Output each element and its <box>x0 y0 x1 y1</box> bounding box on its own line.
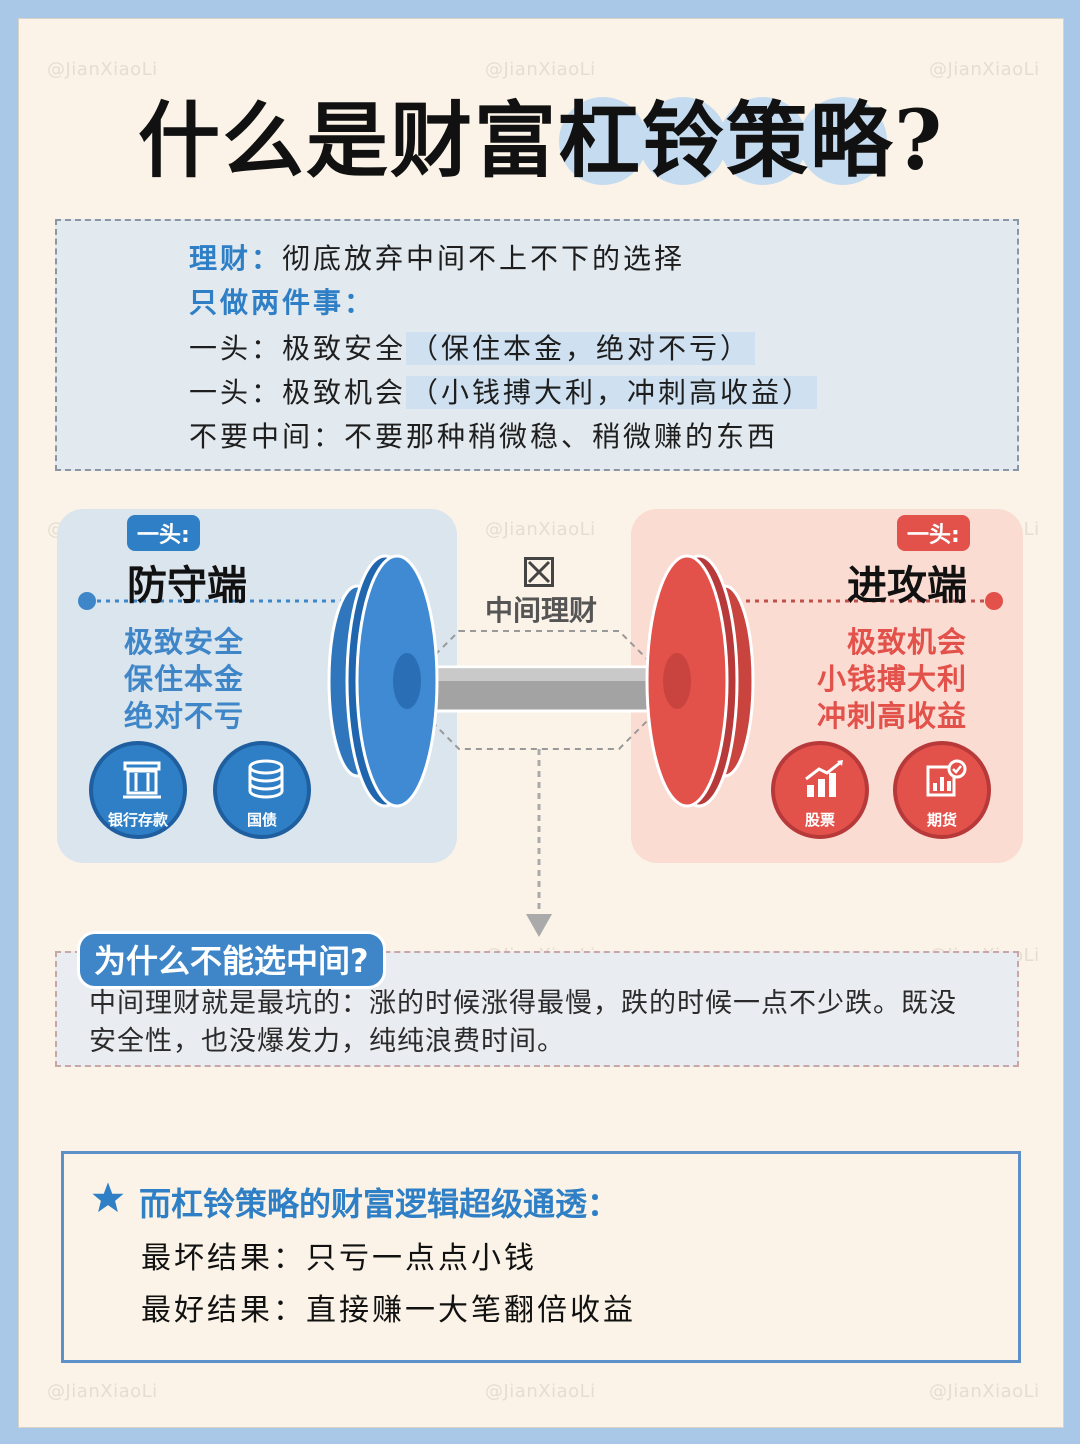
why-line-1: 中间理财就是最坑的：涨的时候涨得最慢，跌的时候一点不少跌。既没 <box>89 988 957 1019</box>
defense-feature: 保住本金 <box>124 662 245 696</box>
intro-line-4: 一头：极致机会（小钱搏大利，冲刺高收益） <box>189 371 818 411</box>
best-result: 最好结果：直接赚一大笔翻倍收益 <box>141 1293 636 1328</box>
intro-chance-note: （小钱搏大利，冲刺高收益） <box>406 376 818 409</box>
watermark: @JianXiaoLi <box>485 1381 596 1402</box>
defense-feature: 极致安全 <box>124 625 245 659</box>
defense-feature: 绝对不亏 <box>124 699 245 733</box>
intro-line-3: 一头：极致安全（保住本金，绝对不亏） <box>189 327 756 367</box>
title-highlight <box>719 97 807 185</box>
star-icon <box>92 1182 124 1213</box>
intro-safety: 一头：极致安全 <box>189 332 407 365</box>
cross-box-icon <box>524 557 554 587</box>
intro-line-1: 理财：彻底放弃中间不上不下的选择 <box>189 237 685 277</box>
bar-shine <box>411 669 662 681</box>
intro-text: 彻底放弃中间不上不下的选择 <box>282 242 686 275</box>
asset-label: 股票 <box>804 811 835 829</box>
attack-feature: 极致机会 <box>846 625 967 659</box>
asset-futures: 期货 <box>893 741 991 839</box>
logic-box <box>61 1151 1021 1363</box>
attack-badge: 一头: <box>897 515 970 551</box>
asset-stock: 股票 <box>771 741 869 839</box>
asset-label: 期货 <box>926 811 957 829</box>
attack-feature: 小钱搏大利 <box>816 662 967 696</box>
infographic-page: @JianXiaoLi @JianXiaoLi @JianXiaoLi @Jia… <box>18 18 1064 1428</box>
title-area: 什么是财富杠铃策略? <box>19 81 1063 191</box>
defense-badge: 一头: <box>127 515 200 551</box>
watermark: @JianXiaoLi <box>929 1381 1040 1402</box>
logic-heading: 而杠铃策略的财富逻辑超级通透： <box>139 1185 620 1223</box>
defense-title: 防守端 <box>127 563 247 609</box>
watermark: @JianXiaoLi <box>485 59 596 80</box>
intro-safety-note: （保住本金，绝对不亏） <box>406 332 756 365</box>
arrow-head <box>526 914 552 937</box>
intro-chance: 一头：极致机会 <box>189 376 407 409</box>
why-line-2: 安全性，也没爆发力，纯纯浪费时间。 <box>89 1026 565 1057</box>
attack-dot <box>985 592 1003 610</box>
watermark: @JianXiaoLi <box>929 59 1040 80</box>
plate-right-hub <box>663 653 691 709</box>
plate-left-hub <box>393 653 421 709</box>
coin-stack-icon <box>248 759 284 799</box>
worst-result: 最坏结果：只亏一点点小钱 <box>141 1241 537 1276</box>
attack-title: 进攻端 <box>847 563 967 609</box>
title-highlight <box>799 97 887 185</box>
page-title: 什么是财富杠铃策略? <box>137 93 945 189</box>
attack-feature: 冲刺高收益 <box>816 699 967 733</box>
watermark: @JianXiaoLi <box>485 519 596 540</box>
bar-chart-icon <box>805 760 843 797</box>
title-highlight <box>639 97 727 185</box>
asset-label: 国债 <box>246 811 277 829</box>
asset-bank-deposit: 银行存款 <box>89 741 187 839</box>
intro-line-2: 只做两件事： <box>189 286 376 319</box>
title-highlight <box>559 97 647 185</box>
watermark: @JianXiaoLi <box>47 59 158 80</box>
chart-check-icon <box>926 759 967 797</box>
intro-label: 理财： <box>189 242 283 275</box>
barbell-diagram <box>78 554 1003 937</box>
asset-label: 银行存款 <box>107 811 168 829</box>
bank-icon <box>123 761 161 799</box>
why-badge: 为什么不能选中间? <box>77 931 386 989</box>
intro-line-5: 不要中间：不要那种稍微稳、稍微赚的东西 <box>189 420 779 453</box>
middle-label: 中间理财 <box>484 594 597 627</box>
defense-dot <box>78 592 96 610</box>
asset-treasury-bond: 国债 <box>213 741 311 839</box>
watermark: @JianXiaoLi <box>47 1381 158 1402</box>
